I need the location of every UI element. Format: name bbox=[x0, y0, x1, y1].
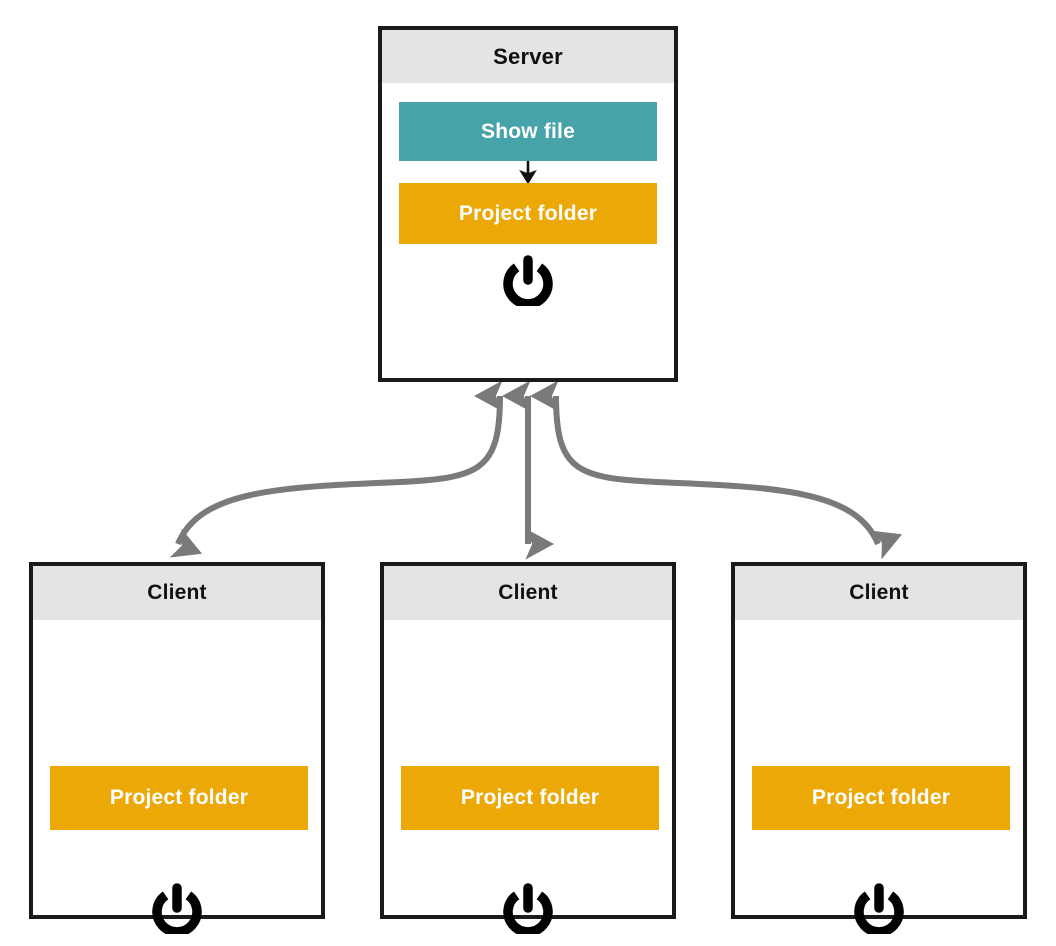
client-title-2: Client bbox=[384, 566, 672, 620]
client-title-1: Client bbox=[33, 566, 321, 620]
client-project-folder-bar-3[interactable]: Project folder bbox=[752, 766, 1010, 830]
client-project-folder-label-3: Project folder bbox=[811, 786, 951, 809]
server-show-file-bar[interactable]: Show file bbox=[399, 102, 657, 161]
power-icon[interactable] bbox=[502, 254, 554, 306]
connector-server-client-1 bbox=[169, 380, 503, 558]
power-icon[interactable] bbox=[853, 882, 905, 934]
client-node-1[interactable]: Client Project folder bbox=[29, 562, 325, 934]
client-project-folder-bar-2[interactable]: Project folder bbox=[401, 766, 659, 830]
client-body-3: Project folder bbox=[735, 620, 1023, 934]
client-project-folder-label-2: Project folder bbox=[460, 786, 600, 809]
client-project-folder-label-1: Project folder bbox=[109, 786, 249, 809]
client-title-3: Client bbox=[735, 566, 1023, 620]
client-node-3[interactable]: Client Project folder bbox=[731, 562, 1027, 934]
server-show-file-label: Show file bbox=[481, 119, 575, 143]
client-body-1: Project folder bbox=[33, 620, 321, 934]
server-project-folder-label: Project folder bbox=[458, 201, 598, 225]
client-body-2: Project folder bbox=[384, 620, 672, 934]
power-icon[interactable] bbox=[502, 882, 554, 934]
connector-server-client-3 bbox=[530, 380, 903, 560]
server-title: Server bbox=[382, 30, 674, 83]
arrow-down-icon bbox=[519, 161, 537, 183]
server-body: Show file Project folder bbox=[382, 83, 674, 378]
client-project-folder-bar-1[interactable]: Project folder bbox=[50, 766, 308, 830]
server-node[interactable]: Server Show file Project folder bbox=[378, 26, 678, 382]
server-project-folder-bar[interactable]: Project folder bbox=[399, 183, 657, 244]
power-icon[interactable] bbox=[151, 882, 203, 934]
client-node-2[interactable]: Client Project folder bbox=[380, 562, 676, 934]
